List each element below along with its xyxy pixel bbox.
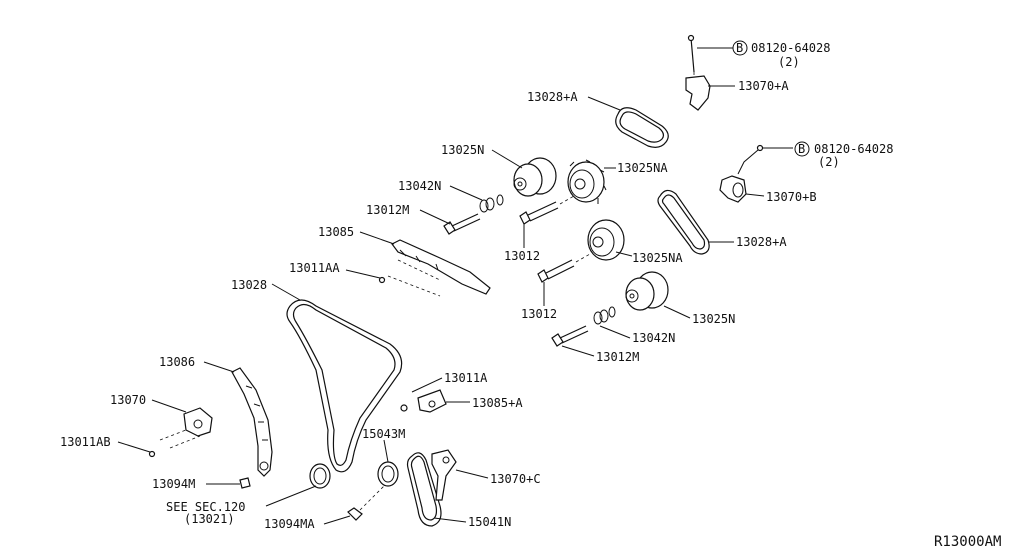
- label-13012M-top: 13012M: [366, 203, 409, 217]
- label-13011AB: 13011AB: [60, 435, 111, 449]
- label-13025NA-top: 13025NA: [617, 161, 668, 175]
- label-15041N: 15041N: [468, 515, 511, 529]
- part-13094M-bolt: [239, 477, 251, 489]
- part-13011AA-bolt: [378, 276, 386, 284]
- label-13025N-top: 13025N: [441, 143, 484, 157]
- part-13028A-mid-chain: [657, 189, 710, 255]
- label-13012-top: 13012: [504, 249, 540, 263]
- part-13085A-guide: [417, 389, 447, 413]
- part-13025NA-mid-gear: [587, 219, 625, 261]
- label-13012-mid: 13012: [521, 307, 557, 321]
- label-13085: 13085: [318, 225, 354, 239]
- svg-text:B: B: [798, 142, 805, 156]
- label-see-sec: SEE SEC.120: [166, 500, 245, 514]
- part-13012M-mid-bolt: [551, 325, 589, 347]
- label-13011AA: 13011AA: [289, 261, 340, 275]
- label-13025N-mid: 13025N: [692, 312, 735, 326]
- part-13011A-bolt: [400, 404, 408, 412]
- label-13070A: 13070+A: [738, 79, 789, 93]
- label-13011A: 13011A: [444, 371, 488, 385]
- part-13025NA-top-gear: [567, 159, 607, 204]
- part-13070B-tensioner: [719, 144, 764, 203]
- label-13025NA-mid: 13025NA: [632, 251, 683, 265]
- part-13070C-guide: [431, 449, 457, 501]
- bolt-badge-mid: B: [794, 141, 810, 157]
- part-13094MA-bolt: [347, 485, 385, 521]
- part-13042N-top-washers: [479, 194, 504, 213]
- label-13028A-mid: 13028+A: [736, 235, 787, 249]
- part-13086-slack-guide: [231, 367, 273, 477]
- label-bolt-mid-qty: (2): [818, 155, 840, 169]
- part-13011AB-bolt: [148, 450, 156, 458]
- part-13028A-top-chain: [615, 107, 669, 148]
- label-13042N-top: 13042N: [398, 179, 441, 193]
- label-13028: 13028: [231, 278, 267, 292]
- label-bolt-top-number: 08120-64028: [751, 41, 830, 55]
- label-13094MA: 13094MA: [264, 517, 315, 531]
- label-13094M: 13094M: [152, 477, 195, 491]
- part-13012-mid-bolt: [537, 259, 575, 283]
- part-15043M-sprocket: [377, 461, 399, 487]
- label-13086: 13086: [159, 355, 195, 369]
- label-13070: 13070: [110, 393, 146, 407]
- part-13028-main-chain: [286, 299, 403, 473]
- part-13070A-bracket: [685, 34, 711, 111]
- part-15041N-chain: [406, 452, 442, 527]
- label-13070B: 13070+B: [766, 190, 817, 204]
- part-13012-top-bolt: [519, 201, 559, 225]
- part-13085-chain-guide: [391, 239, 491, 295]
- label-13070C: 13070+C: [490, 472, 541, 486]
- diagram-id: R13000AM: [934, 534, 1001, 550]
- part-crank-sprocket: [309, 463, 331, 489]
- part-13025N-mid-sprocket: [625, 271, 669, 311]
- label-13042N-mid: 13042N: [632, 331, 675, 345]
- label-13085A: 13085+A: [472, 396, 523, 410]
- label-13012M-mid: 13012M: [596, 350, 639, 364]
- label-13028A-top: 13028+A: [527, 90, 578, 104]
- label-bolt-mid-number: 08120-64028: [814, 142, 893, 156]
- label-15043M: 15043M: [362, 427, 405, 441]
- svg-text:B: B: [736, 41, 743, 55]
- label-bolt-top-qty: (2): [778, 55, 800, 69]
- bolt-badge-top: B: [732, 40, 748, 56]
- label-see-sec-ref: (13021): [184, 512, 235, 526]
- part-13070-tensioner: [183, 407, 213, 437]
- part-13042N-mid-washers: [593, 306, 616, 325]
- part-13025N-top-sprocket: [513, 157, 557, 197]
